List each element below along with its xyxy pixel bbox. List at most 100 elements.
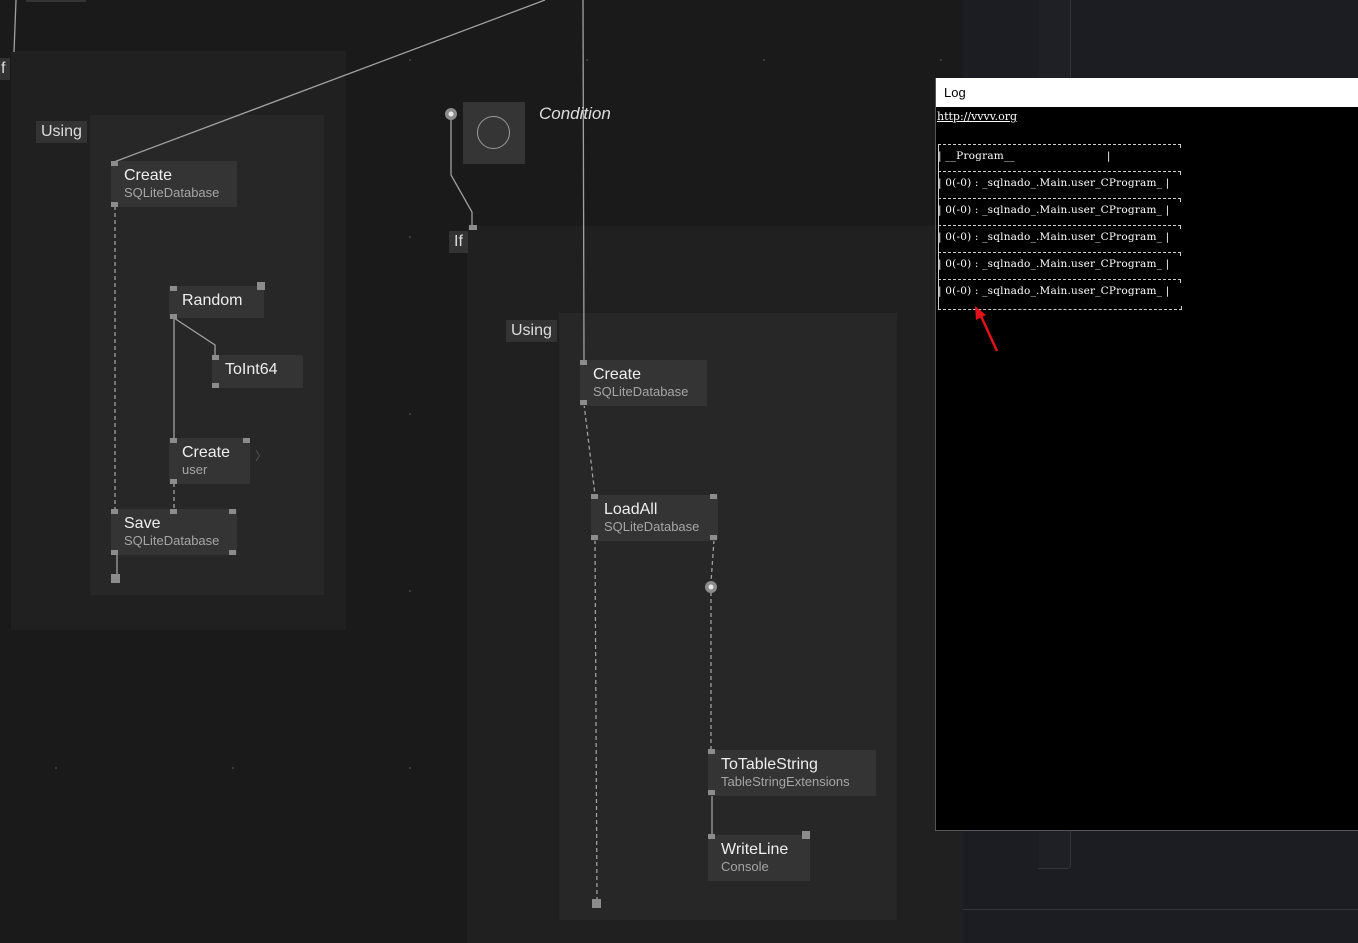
grid-dot <box>409 59 411 61</box>
output-pin[interactable] <box>170 314 177 319</box>
table-border <box>938 198 1181 202</box>
input-pin[interactable] <box>229 509 236 514</box>
log-row-text: | 0(-0) : _sqlnado_.Main.user_CProgram_ … <box>938 231 1170 243</box>
using-output-pin[interactable] <box>111 574 120 583</box>
patch-canvas[interactable]: f Using If Using <box>0 0 963 943</box>
node-subtitle: TableStringExtensions <box>721 774 850 789</box>
table-border <box>938 171 1181 175</box>
input-pin[interactable] <box>111 161 118 166</box>
using-region-right-label[interactable]: Using <box>506 320 557 342</box>
log-row: | 0(-0) : _sqlnado_.Main.user_CProgram_ … <box>938 252 1220 279</box>
input-pin[interactable] <box>212 355 219 360</box>
divider <box>963 909 1358 910</box>
output-pin[interactable] <box>710 535 717 540</box>
table-border <box>938 225 939 252</box>
totablestring-node[interactable]: ToTableString TableStringExtensions <box>708 750 876 796</box>
input-pin[interactable] <box>802 831 810 839</box>
vvvv-link[interactable]: http://vvvv.org <box>937 110 1018 123</box>
wire <box>583 403 596 496</box>
table-border <box>938 252 1181 256</box>
wire <box>710 539 715 583</box>
loadall-node[interactable]: LoadAll SQLiteDatabase <box>591 495 718 541</box>
condition-label: Condition <box>539 104 611 123</box>
grid-dot <box>586 59 588 61</box>
input-pin[interactable] <box>257 282 265 290</box>
output-pin[interactable] <box>170 479 177 484</box>
grid-dot <box>409 413 411 415</box>
if-region-left-label[interactable]: f <box>0 58 11 80</box>
node-title: ToInt64 <box>225 361 278 378</box>
if-region-right-label[interactable]: If <box>449 231 468 253</box>
log-row-text: | 0(-0) : _sqlnado_.Main.user_CProgram_ … <box>938 177 1170 189</box>
output-pin[interactable] <box>708 790 715 795</box>
input-pin[interactable] <box>243 438 250 443</box>
input-pin[interactable] <box>710 494 717 499</box>
input-pin[interactable] <box>708 749 715 754</box>
log-row: | 0(-0) : _sqlnado_.Main.user_CProgram_ … <box>938 225 1220 252</box>
grid-dot <box>409 236 411 238</box>
table-border <box>938 144 939 171</box>
node-title: Create <box>593 366 642 383</box>
using-region-right[interactable] <box>559 313 897 920</box>
wire <box>450 118 473 228</box>
grid-dot <box>940 59 942 61</box>
offscreen-node[interactable] <box>26 0 86 2</box>
output-pin[interactable] <box>591 535 598 540</box>
output-pin[interactable] <box>580 400 587 405</box>
table-border <box>938 171 939 198</box>
chevron-right-icon[interactable]: 〉 <box>255 449 268 463</box>
condition-toggle[interactable] <box>463 102 525 164</box>
table-border <box>938 279 1181 283</box>
table-border <box>938 252 939 279</box>
writeline-node[interactable]: WriteLine Console <box>708 835 810 881</box>
create-user-node[interactable]: Create user <box>169 438 250 484</box>
input-pin[interactable] <box>170 286 177 291</box>
grid-dot <box>55 767 57 769</box>
log-window[interactable]: Log http://vvvv.org | __Program__ | | 0(… <box>935 78 1358 831</box>
save-node[interactable]: Save SQLiteDatabase <box>111 509 237 555</box>
node-subtitle: SQLiteDatabase <box>124 533 220 548</box>
node-subtitle: SQLiteDatabase <box>124 185 220 200</box>
input-pin[interactable] <box>580 360 587 365</box>
using-region-left-label[interactable]: Using <box>36 121 87 143</box>
node-subtitle: SQLiteDatabase <box>604 519 700 534</box>
using-output-pin[interactable] <box>592 899 601 908</box>
log-header-text: | __Program__ | <box>938 150 1111 162</box>
table-border <box>938 225 1181 229</box>
node-subtitle: SQLiteDatabase <box>593 384 689 399</box>
output-pin[interactable] <box>111 202 118 207</box>
random-node[interactable]: Random <box>169 286 264 318</box>
create-database-node-right[interactable]: Create SQLiteDatabase <box>580 360 707 406</box>
wire <box>173 317 216 356</box>
log-row: | 0(-0) : _sqlnado_.Main.user_CProgram_ … <box>938 198 1220 225</box>
node-title: WriteLine <box>721 841 789 858</box>
grid-dot <box>409 767 411 769</box>
node-subtitle: Console <box>721 859 769 874</box>
input-pin[interactable] <box>170 509 177 514</box>
grid-dot <box>763 59 765 61</box>
output-pin[interactable] <box>212 383 219 388</box>
output-pin[interactable] <box>229 550 236 555</box>
input-pin[interactable] <box>708 834 715 839</box>
table-border <box>938 306 1182 310</box>
log-header-row: | __Program__ | <box>938 144 1220 171</box>
input-pin[interactable] <box>170 438 177 443</box>
wire <box>13 0 17 53</box>
log-window-title[interactable]: Log <box>936 78 1358 107</box>
if-condition-pin[interactable] <box>469 225 477 230</box>
log-row: | 0(-0) : _sqlnado_.Main.user_CProgram_ … <box>938 171 1220 198</box>
create-database-node-left[interactable]: Create SQLiteDatabase <box>111 161 237 207</box>
node-title: Random <box>182 292 243 309</box>
log-row-text: | 0(-0) : _sqlnado_.Main.user_CProgram_ … <box>938 258 1170 270</box>
wire <box>582 0 585 363</box>
node-title: Create <box>124 167 173 184</box>
node-title: ToTableString <box>721 756 818 773</box>
node-subtitle: user <box>182 462 208 477</box>
log-row-text: | 0(-0) : _sqlnado_.Main.user_CProgram_ … <box>938 204 1170 216</box>
input-pin[interactable] <box>111 509 118 514</box>
wire <box>594 539 598 901</box>
output-pin[interactable] <box>111 550 118 555</box>
input-pin[interactable] <box>591 494 598 499</box>
toint64-node[interactable]: ToInt64 <box>212 355 303 388</box>
annotation-arrow-icon <box>975 306 999 352</box>
